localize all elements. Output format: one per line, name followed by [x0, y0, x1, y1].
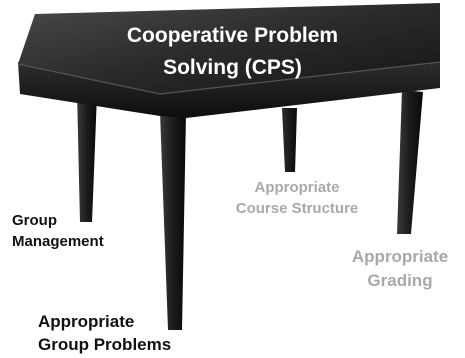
grading-label: Appropriate Grading: [334, 245, 465, 293]
group-management-line2: Management: [12, 233, 104, 251]
group-problems-label: Appropriate Group Problems: [38, 311, 171, 357]
course-structure-label: Appropriate Course Structure: [212, 177, 382, 220]
group-management-label: Group Management: [12, 210, 104, 253]
grading-line1: Appropriate: [351, 247, 449, 266]
table-title-line2: Solving (CPS): [163, 55, 302, 79]
table-leg-right: [397, 90, 423, 234]
course-structure-line1: Appropriate: [254, 179, 340, 196]
table-top: [18, 3, 440, 94]
group-management-line1: Group: [12, 212, 57, 229]
table-leg-left: [77, 92, 97, 222]
table-title-line1: Cooperative Problem: [126, 24, 339, 47]
table-top-edge: [17, 61, 441, 95]
group-problems-line1: Appropriate: [38, 312, 135, 331]
table-leg-front: [160, 112, 186, 330]
grading-line2: Grading: [367, 270, 433, 290]
group-problems-line2: Group Problems: [38, 334, 172, 354]
course-structure-line2: Course Structure: [235, 200, 359, 218]
table-leg-back: [282, 108, 297, 172]
table-top-label: Cooperative Problem Solving (CPS): [60, 20, 405, 83]
